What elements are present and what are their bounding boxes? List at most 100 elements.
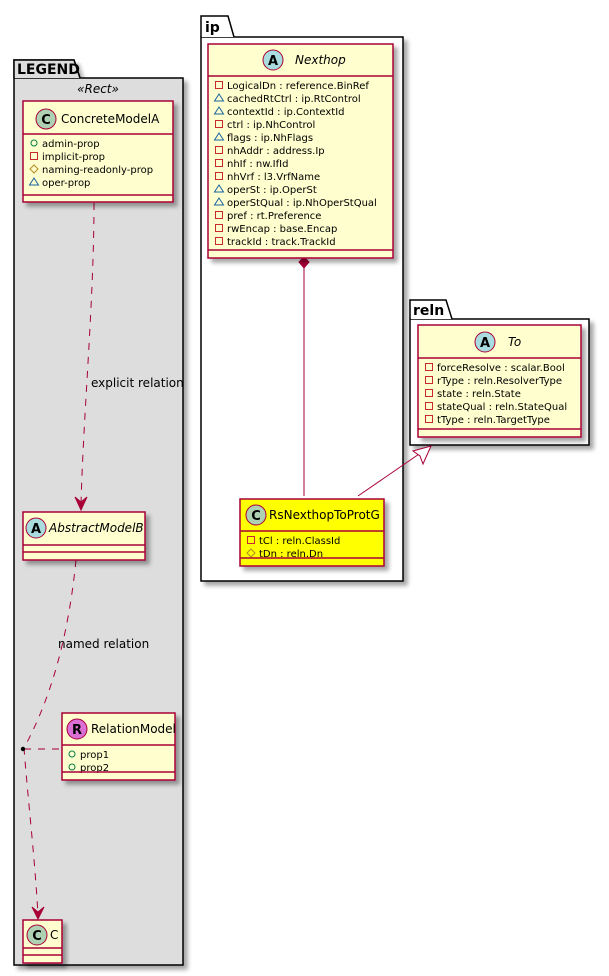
svg-text:A: A	[268, 54, 278, 69]
class-attribute: stateQual : reln.StateQual	[437, 402, 567, 413]
class-badge-icon	[26, 924, 48, 946]
class-attribute: rType : reln.ResolverType	[437, 376, 562, 387]
svg-text:C: C	[32, 929, 42, 944]
class-attribute: tCl : reln.ClassId	[259, 536, 340, 547]
class-name: C	[50, 928, 58, 942]
visibility-private-icon	[425, 415, 433, 423]
class-attribute: state : reln.State	[437, 389, 521, 400]
class-attribute: pref : rt.Preference	[227, 211, 321, 222]
class-attribute: naming-readonly-prop	[42, 165, 153, 176]
visibility-protected-icon	[29, 164, 39, 174]
visibility-public-icon	[68, 750, 76, 758]
class-badge-icon	[35, 108, 57, 130]
class-relation-model[interactable]: R RelationModel prop1 prop2	[61, 712, 176, 781]
attr-list: LogicalDn : reference.BinRef cachedRtCtrl…	[213, 81, 377, 248]
visibility-private-icon	[215, 146, 223, 154]
class-attribute: nhIf : nw.IfId	[227, 159, 288, 170]
visibility-private-icon	[215, 237, 223, 245]
composition-diamond-icon	[298, 256, 310, 269]
svg-text:C: C	[251, 509, 261, 524]
attr-list: admin-prop implicit-prop naming-readonly-p…	[28, 139, 153, 189]
class-name: To	[508, 335, 521, 349]
class-attribute: tType : reln.TargetType	[437, 415, 550, 426]
class-abstract-model-b[interactable]: A AbstractModelB	[22, 511, 146, 561]
visibility-private-icon	[215, 172, 223, 180]
package-ip-label: ip	[205, 20, 220, 36]
svg-text:A: A	[480, 336, 490, 351]
class-attribute: nhVrf : l3.VrfName	[227, 172, 320, 183]
class-attribute: prop2	[80, 763, 109, 774]
visibility-package-icon	[213, 132, 225, 141]
visibility-private-icon	[215, 224, 223, 232]
visibility-private-icon	[215, 159, 223, 167]
class-attribute: oper-prop	[42, 178, 90, 189]
abstract-badge-icon	[25, 517, 47, 539]
class-name: AbstractModelB	[48, 521, 144, 535]
relation-explicit	[80, 202, 95, 506]
attr-list: prop1 prop2	[68, 750, 109, 774]
svg-text:C: C	[41, 113, 51, 128]
package-legend-label: LEGEND	[17, 62, 80, 78]
class-name: ConcreteModelA	[61, 112, 160, 126]
arrowhead-icon	[74, 496, 88, 512]
class-attribute: prop1	[80, 750, 109, 761]
class-c[interactable]: C C	[22, 919, 63, 964]
visibility-private-icon	[425, 376, 433, 384]
visibility-package-icon	[213, 197, 225, 206]
class-rs-nexthop-to-prot-g[interactable]: C RsNexthopToProtG tCl : reln.ClassId tDn…	[239, 498, 385, 567]
svg-text:R: R	[72, 723, 82, 738]
class-name: Nexthop	[295, 53, 346, 67]
abstract-badge-icon	[262, 49, 284, 71]
package-legend-stereotype: «Rect»	[77, 82, 119, 96]
class-attribute: implicit-prop	[42, 152, 105, 163]
visibility-private-icon	[425, 363, 433, 371]
visibility-private-icon	[30, 152, 38, 160]
attr-list: tCl : reln.ClassId tDn : reln.Dn	[246, 536, 340, 560]
relation-explicit-label: explicit relation	[91, 376, 184, 390]
class-concrete-model-a[interactable]: C ConcreteModelA admin-prop implicit-prop…	[22, 100, 174, 203]
class-attribute: cachedRtCtrl : ip.RtControl	[227, 94, 361, 105]
relation-badge-icon	[66, 718, 88, 740]
class-attribute: forceResolve : scalar.Bool	[437, 363, 565, 374]
visibility-private-icon	[215, 211, 223, 219]
inheritance-triangle-icon	[411, 445, 432, 466]
class-attribute: operSt : ip.OperSt	[227, 185, 317, 196]
arrowhead-icon	[31, 906, 45, 921]
visibility-private-icon	[425, 402, 433, 410]
class-attribute: rwEncap : base.Encap	[227, 224, 337, 235]
class-attribute: tDn : reln.Dn	[259, 549, 323, 560]
visibility-public-icon	[68, 763, 76, 771]
class-name: RsNexthopToProtG	[269, 508, 380, 522]
visibility-protected-icon	[246, 548, 256, 558]
class-name: RelationModel	[91, 722, 176, 736]
visibility-package-icon	[28, 177, 40, 186]
association-point	[20, 746, 26, 752]
visibility-package-icon	[213, 106, 225, 115]
visibility-private-icon	[215, 81, 223, 89]
class-attribute: trackId : track.TrackId	[227, 237, 336, 248]
class-badge-icon	[245, 504, 267, 526]
class-attribute: contextId : ip.ContextId	[227, 107, 345, 118]
class-attribute: nhAddr : address.Ip	[227, 146, 325, 157]
visibility-package-icon	[213, 184, 225, 193]
class-attribute: ctrl : ip.NhControl	[227, 120, 315, 131]
class-attribute: operStQual : ip.NhOperStQual	[227, 198, 377, 209]
visibility-package-icon	[213, 93, 225, 102]
svg-text:A: A	[31, 522, 41, 537]
visibility-private-icon	[215, 120, 223, 128]
attr-list: forceResolve : scalar.Bool rType : reln.R…	[425, 363, 567, 426]
relations: explicit relation named relation	[20, 202, 432, 921]
visibility-private-icon	[425, 389, 433, 397]
package-reln-label: reln	[413, 303, 444, 319]
visibility-private-icon	[247, 536, 255, 544]
visibility-public-icon	[30, 139, 38, 147]
class-nexthop[interactable]: A Nexthop LogicalDn : reference.BinRef ca…	[207, 43, 394, 259]
class-attribute: admin-prop	[42, 139, 100, 150]
relation-inheritance	[357, 451, 423, 497]
class-to[interactable]: A To forceResolve : scalar.Bool rType : r…	[417, 324, 582, 438]
class-attribute: LogicalDn : reference.BinRef	[227, 81, 369, 92]
abstract-badge-icon	[474, 331, 496, 353]
relation-named-label: named relation	[58, 637, 149, 651]
class-attribute: flags : ip.NhFlags	[227, 133, 313, 144]
